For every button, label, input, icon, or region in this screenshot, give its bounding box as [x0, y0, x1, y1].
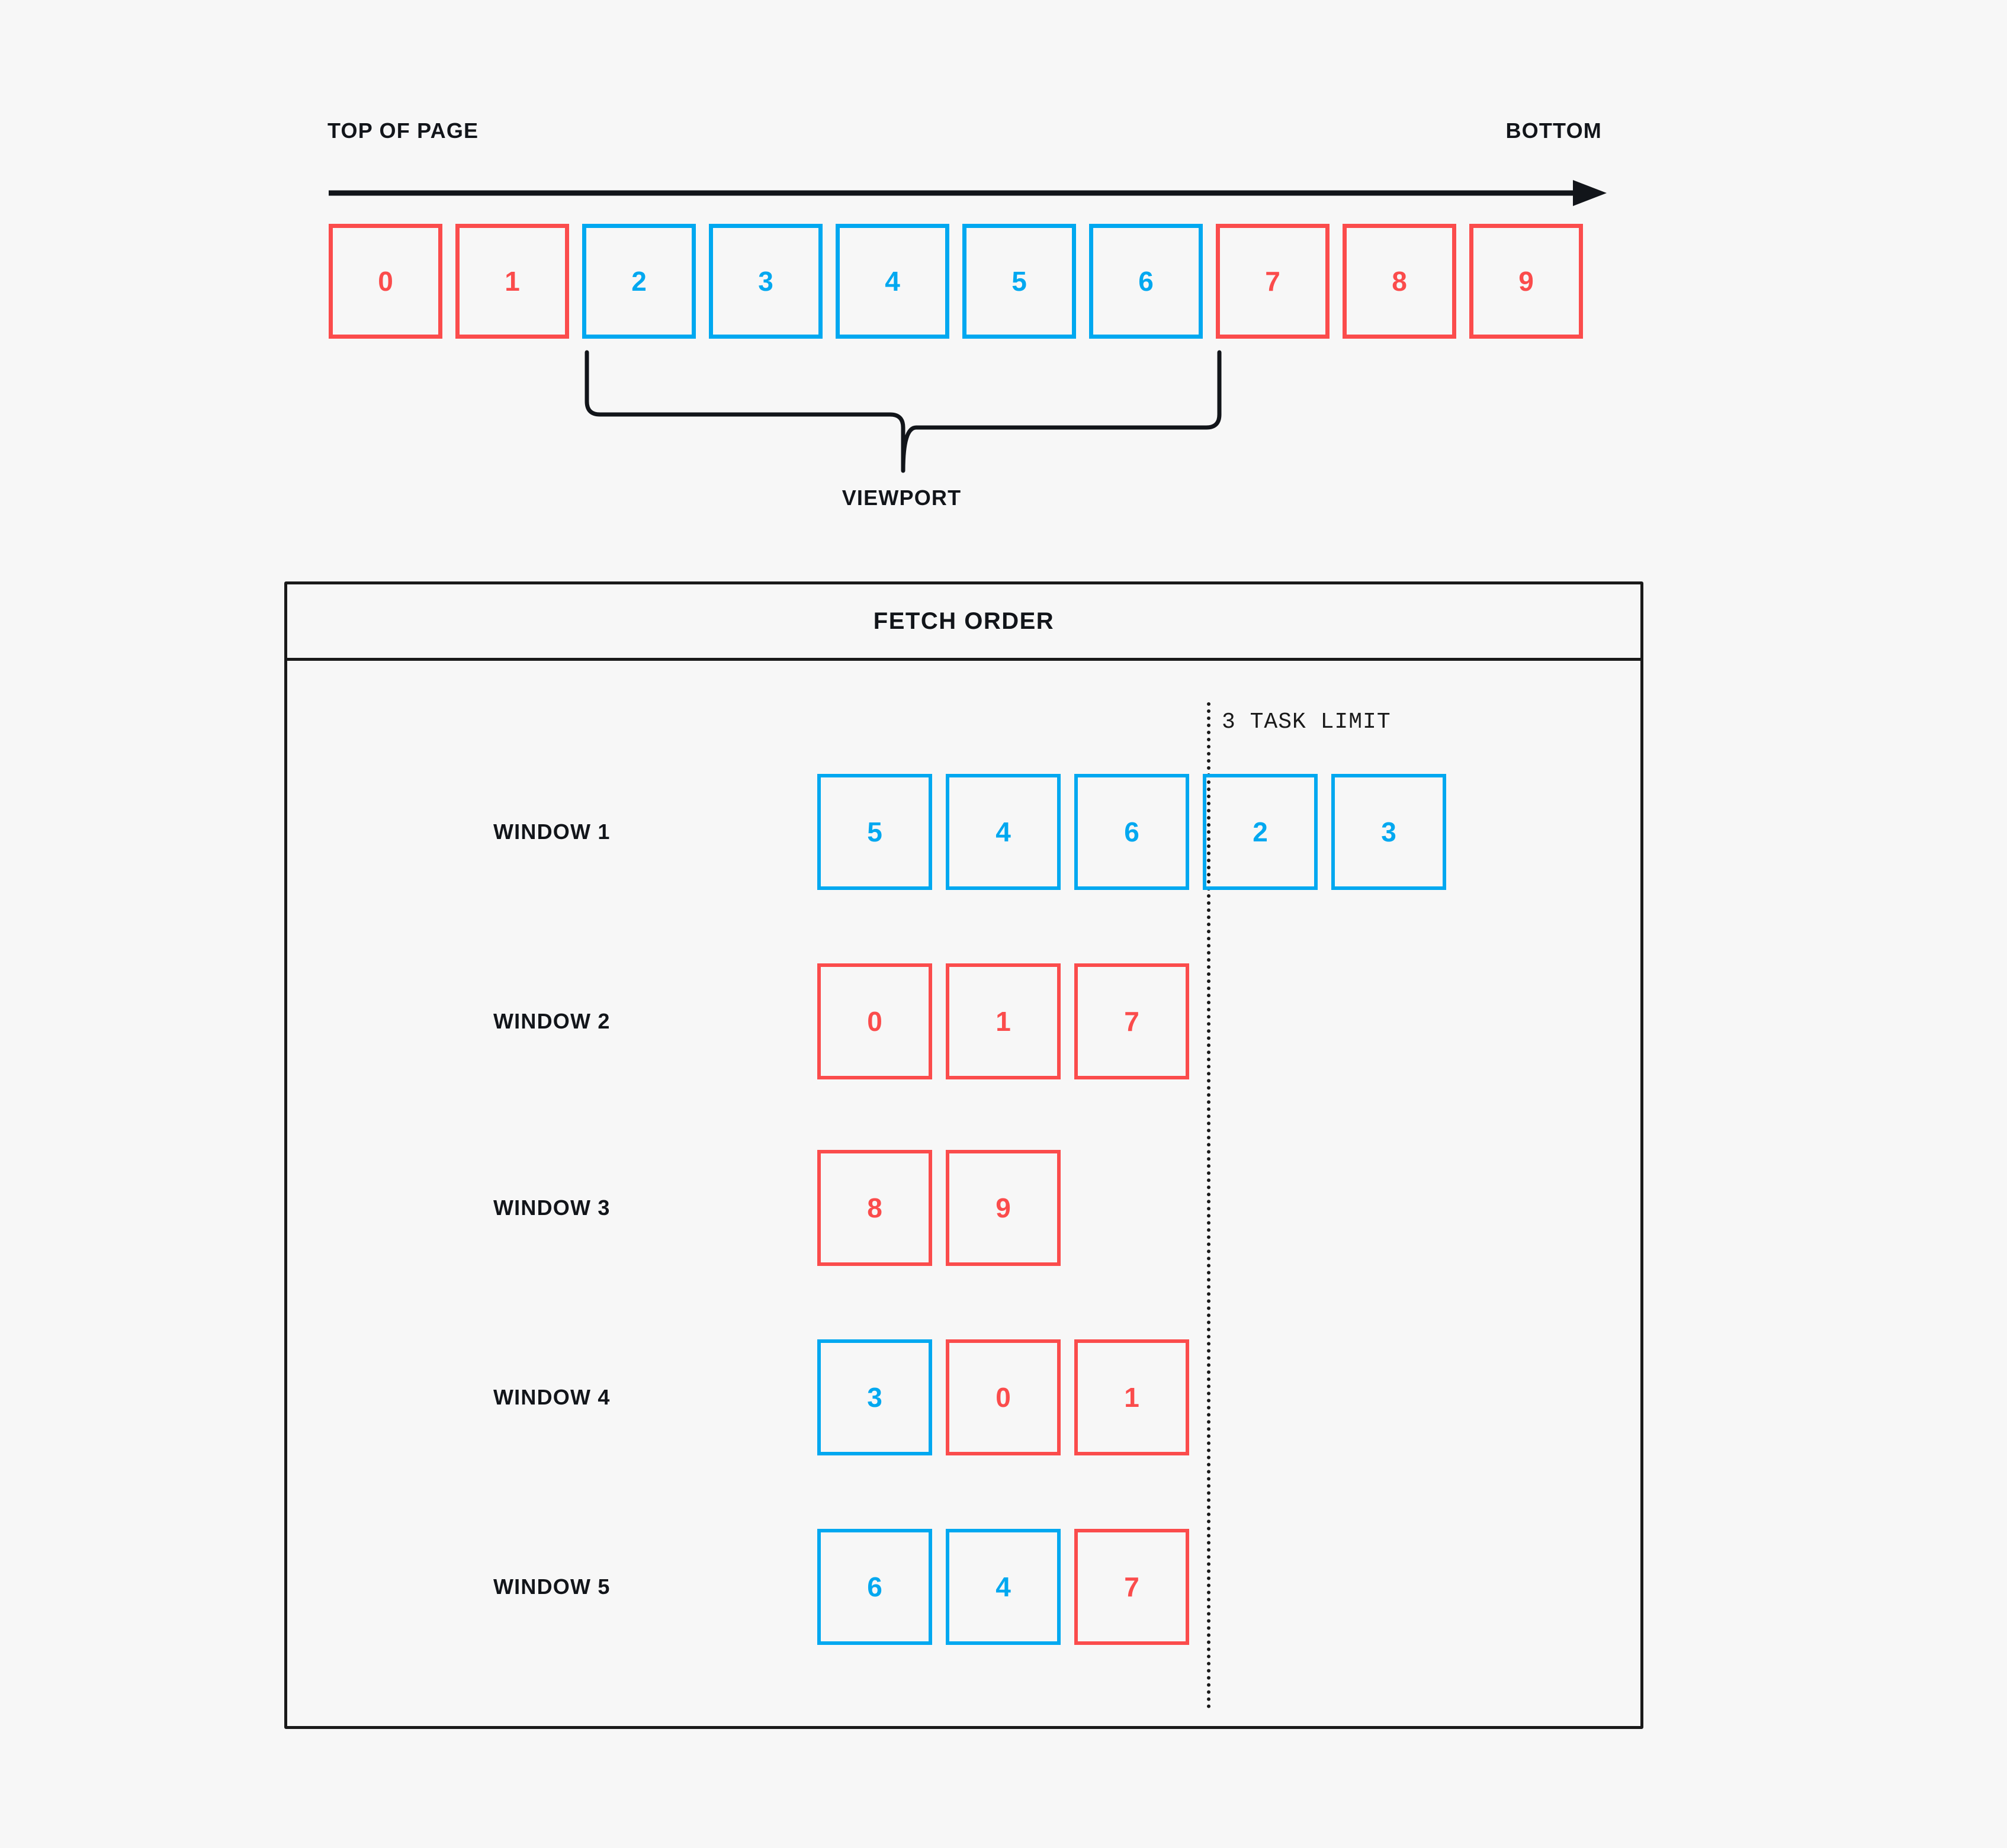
task-box: 1: [1074, 1339, 1189, 1455]
window-label: WINDOW 2: [493, 1009, 611, 1033]
page-box: 8: [1343, 224, 1456, 339]
task-box: 9: [946, 1150, 1061, 1266]
timeline-bottom-label: BOTTOM: [1505, 118, 1602, 143]
task-box: 5: [817, 774, 932, 890]
task-box: 7: [1074, 963, 1189, 1079]
task-box: 3: [817, 1339, 932, 1455]
fetch-order-title: FETCH ORDER: [287, 584, 1640, 661]
window-label: WINDOW 4: [493, 1385, 611, 1409]
task-box: 0: [817, 963, 932, 1079]
viewport-label-text: VIEWPORT: [842, 486, 962, 510]
window-label: WINDOW 5: [493, 1574, 611, 1599]
window-label: WINDOW 1: [493, 819, 611, 844]
viewport-label: VIEWPORT: [0, 486, 2007, 510]
task-limit-divider: [1207, 702, 1210, 1709]
fetch-order-title-text: FETCH ORDER: [873, 608, 1055, 634]
page-box: 1: [455, 224, 569, 339]
task-box: 1: [946, 963, 1061, 1079]
page-box: 7: [1216, 224, 1330, 339]
page-box: 2: [582, 224, 696, 339]
task-limit-label: 3 TASK LIMIT: [1222, 709, 1391, 735]
page-box: 0: [329, 224, 442, 339]
page-box: 3: [709, 224, 823, 339]
task-box: 3: [1331, 774, 1446, 890]
task-box: 0: [946, 1339, 1061, 1455]
page-box: 6: [1089, 224, 1203, 339]
page-box: 5: [962, 224, 1076, 339]
timeline-arrow-icon: [329, 180, 1607, 206]
task-box: 7: [1074, 1529, 1189, 1645]
viewport-bracket-icon: [585, 350, 1222, 473]
page-box: 9: [1469, 224, 1583, 339]
task-box: 2: [1203, 774, 1318, 890]
window-label: WINDOW 3: [493, 1195, 611, 1220]
page-box: 4: [836, 224, 949, 339]
task-box: 8: [817, 1150, 932, 1266]
timeline-top-label: TOP OF PAGE: [327, 118, 479, 143]
task-box: 4: [946, 1529, 1061, 1645]
task-box: 6: [817, 1529, 932, 1645]
task-box: 4: [946, 774, 1061, 890]
task-box: 6: [1074, 774, 1189, 890]
